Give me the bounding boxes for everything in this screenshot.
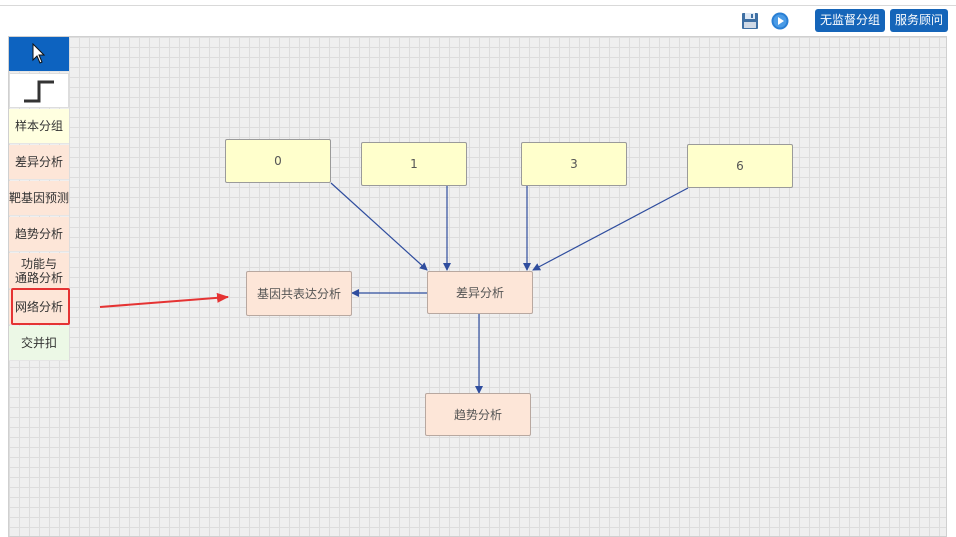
group-node-1[interactable]: 1 (361, 142, 467, 186)
palette-item-network-analysis[interactable]: 网络分析 (9, 290, 69, 325)
pointer-tool[interactable] (9, 37, 69, 72)
palette-item-sample-grouping[interactable]: 样本分组 (9, 109, 69, 144)
network-analysis-highlight (11, 288, 70, 325)
palette-item-trend-analysis[interactable]: 趋势分析 (9, 217, 69, 252)
palette-item-differential-analysis[interactable]: 差异分析 (9, 145, 69, 180)
save-icon[interactable] (741, 12, 759, 30)
trend-analysis-node[interactable]: 趋势分析 (425, 393, 531, 436)
workflow-canvas[interactable] (8, 36, 947, 537)
gene-coexpression-node[interactable]: 基因共表达分析 (246, 271, 352, 316)
group-node-6[interactable]: 6 (687, 144, 793, 188)
differential-analysis-node[interactable]: 差异分析 (427, 271, 533, 314)
group-node-0[interactable]: 0 (225, 139, 331, 183)
palette-item-intersect-union[interactable]: 交并扣 (9, 326, 69, 361)
palette-item-target-gene-prediction[interactable]: 靶基因预测 (9, 181, 69, 216)
play-icon[interactable] (771, 12, 789, 30)
unsupervised-grouping-button[interactable]: 无监督分组 (815, 9, 886, 32)
connector-tool[interactable] (9, 73, 69, 108)
top-divider (0, 5, 956, 6)
step-connector-icon (24, 80, 54, 102)
service-consultant-button[interactable]: 服务顾问 (890, 9, 949, 32)
pointer-arrow-icon (32, 43, 46, 64)
group-node-3[interactable]: 3 (521, 142, 627, 186)
palette-item-function-pathway[interactable]: 功能与 通路分析 (9, 253, 69, 289)
